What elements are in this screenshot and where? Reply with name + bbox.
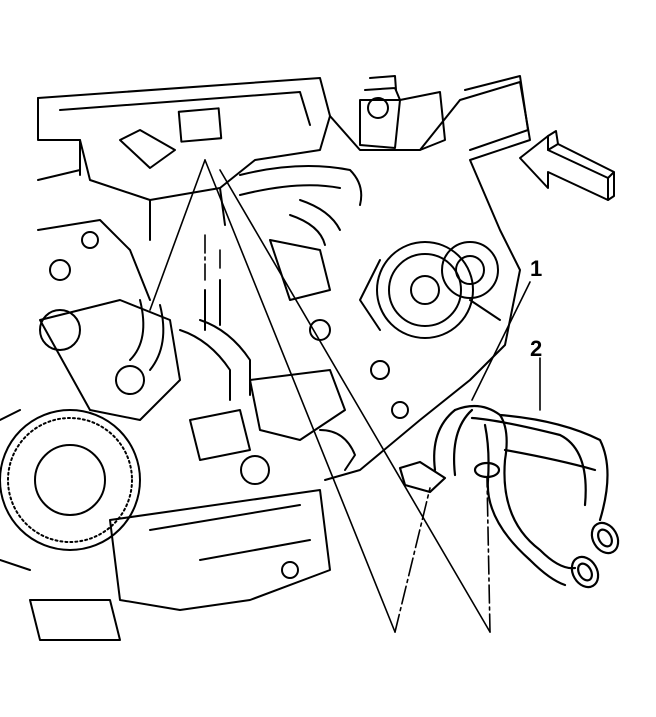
- callout-2-label: 2: [530, 336, 542, 361]
- callout-1-label: 1: [530, 256, 542, 281]
- engine-assembly: [0, 75, 531, 641]
- direction-arrow-icon: [519, 130, 615, 201]
- heater-hose-assembly: [398, 404, 620, 589]
- leader-lines: [149, 159, 541, 633]
